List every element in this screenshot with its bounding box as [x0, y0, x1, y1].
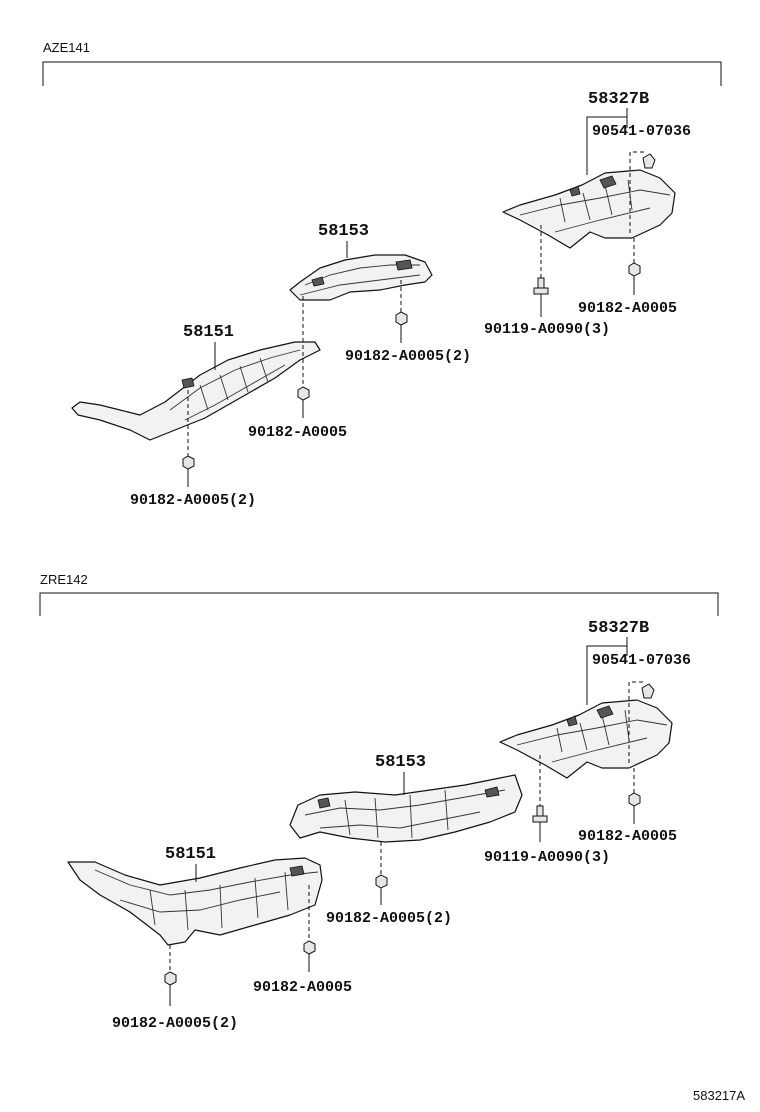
label-90182-a0005-2-left: 90182-A0005(2) — [130, 492, 256, 509]
heat-shield-58151 — [67, 857, 323, 946]
section-zre142: ZRE142 58327B 90541-07036 90119-A0090(3) — [39, 572, 719, 1032]
label-90541-07036: 90541-07036 — [592, 123, 691, 140]
label-90182-a0005-2-center: 90182-A0005(2) — [345, 348, 471, 365]
nut-90182-left — [164, 971, 177, 986]
heat-shield-58151 — [71, 341, 321, 441]
label-58153: 58153 — [318, 222, 369, 241]
nut-90182-left — [182, 455, 195, 470]
label-90541-07036: 90541-07036 — [592, 652, 691, 669]
label-90182-a0005-2-center: 90182-A0005(2) — [326, 910, 452, 927]
nut-90541 — [641, 683, 655, 699]
section-aze141: AZE141 58327B 90541-07036 90119-A0090(3) — [42, 40, 722, 509]
nut-90541 — [642, 153, 656, 169]
nut-90182-mid — [297, 386, 310, 401]
bolt-90119 — [532, 805, 548, 823]
heat-shield-58327b — [499, 699, 673, 779]
label-58151: 58151 — [165, 845, 216, 864]
section-label-zre142: ZRE142 — [40, 572, 88, 587]
heat-shield-58153 — [289, 254, 433, 301]
label-90182-a0005-right: 90182-A0005 — [578, 300, 677, 317]
figure-reference: 583217A — [693, 1088, 745, 1103]
leader-58327b — [586, 637, 628, 705]
section-bracket — [39, 592, 719, 616]
bolt-90119 — [533, 277, 549, 295]
heat-shield-58153 — [289, 774, 523, 843]
nut-90182-58153 — [375, 874, 388, 889]
label-58151: 58151 — [183, 323, 234, 342]
section-bracket — [42, 61, 722, 86]
label-58327b: 58327B — [588, 619, 649, 638]
section-label-aze141: AZE141 — [43, 40, 90, 55]
nut-90182-mid — [303, 940, 316, 955]
leader-58327b — [586, 108, 628, 175]
nut-90182-58153 — [395, 311, 408, 326]
label-90182-a0005-mid: 90182-A0005 — [253, 979, 352, 996]
label-58327b: 58327B — [588, 90, 649, 109]
label-90119-a0090: 90119-A0090(3) — [484, 321, 610, 338]
nut-90182-right — [628, 792, 641, 807]
heat-shield-58327b — [502, 169, 676, 249]
label-58153: 58153 — [375, 753, 426, 772]
nut-90182-right — [628, 262, 641, 277]
label-90182-a0005-mid: 90182-A0005 — [248, 424, 347, 441]
label-90182-a0005-2-left: 90182-A0005(2) — [112, 1015, 238, 1032]
label-90119-a0090: 90119-A0090(3) — [484, 849, 610, 866]
label-90182-a0005-right: 90182-A0005 — [578, 828, 677, 845]
